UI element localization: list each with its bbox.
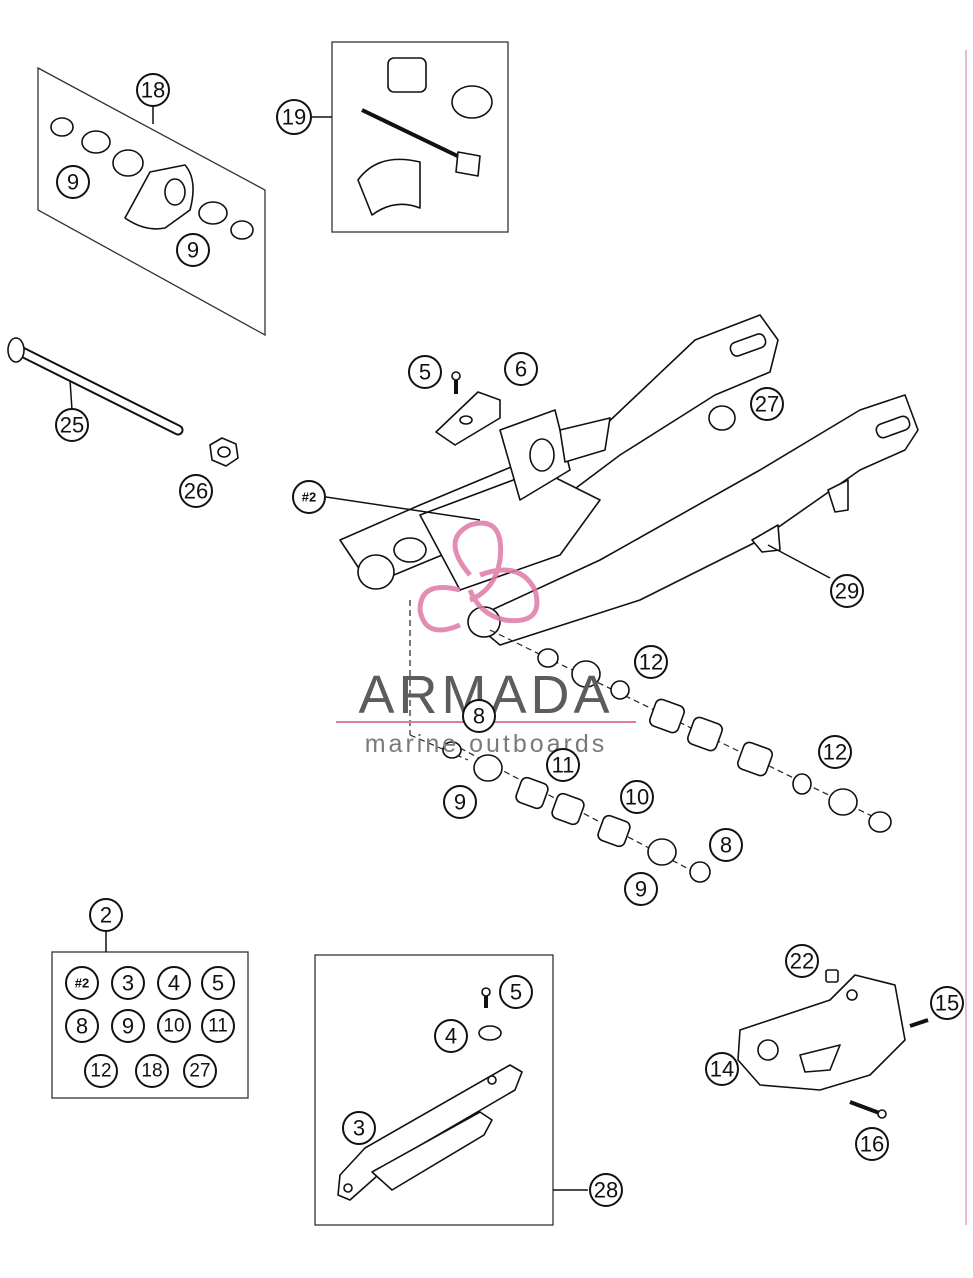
callout-15: 15 — [930, 986, 964, 1020]
callout-28: 28 — [589, 1173, 623, 1207]
callout-18: 18 — [136, 73, 170, 107]
kit-2-item: 27 — [183, 1054, 217, 1088]
kit-2-item: 3 — [111, 966, 145, 1000]
svg-text:3: 3 — [353, 1116, 365, 1141]
svg-text:4: 4 — [445, 1024, 457, 1049]
svg-text:2: 2 — [100, 903, 112, 928]
svg-text:19: 19 — [282, 105, 306, 130]
svg-text:14: 14 — [710, 1057, 734, 1082]
svg-text:11: 11 — [208, 1016, 228, 1037]
svg-text:29: 29 — [835, 579, 859, 604]
kit-2-item: #2 — [65, 966, 99, 1000]
pivot-bearings-right — [537, 648, 892, 833]
svg-text:22: 22 — [790, 949, 814, 974]
svg-text:16: 16 — [860, 1132, 884, 1157]
armada-logo-mark — [417, 520, 540, 633]
svg-text:10: 10 — [163, 1016, 184, 1037]
svg-text:12: 12 — [90, 1061, 111, 1082]
callout-14: 14 — [705, 1052, 739, 1086]
bearing-27 — [708, 405, 736, 431]
kit-2-item: 8 — [65, 1009, 99, 1043]
kit-2-item: 12 — [84, 1054, 118, 1088]
callout-9: 9 — [176, 233, 210, 267]
svg-text:26: 26 — [184, 479, 208, 504]
callout-hash-2: #2 — [292, 480, 326, 514]
svg-text:9: 9 — [187, 238, 199, 263]
callout-12: 12 — [634, 645, 668, 679]
svg-text:4: 4 — [168, 971, 180, 996]
callout-29: 29 — [830, 574, 864, 608]
pivot-bearings-left — [442, 741, 711, 883]
brake-line-bracket — [435, 371, 501, 446]
kit-2-item: 11 — [201, 1009, 235, 1043]
svg-text:27: 27 — [189, 1061, 210, 1082]
svg-text:9: 9 — [454, 790, 466, 815]
svg-text:12: 12 — [639, 650, 663, 675]
svg-text:#2: #2 — [302, 490, 316, 505]
kit-18-panel — [37, 66, 266, 337]
kit-2-item: 5 — [201, 966, 235, 1000]
callout-16: 16 — [855, 1127, 889, 1161]
svg-text:5: 5 — [510, 980, 522, 1005]
svg-text:9: 9 — [635, 877, 647, 902]
svg-text:27: 27 — [755, 392, 779, 417]
kit-2-panel — [51, 932, 249, 1099]
svg-text:12: 12 — [823, 740, 847, 765]
callout-11: 11 — [546, 748, 580, 782]
svg-text:8: 8 — [473, 704, 485, 729]
svg-text:18: 18 — [141, 1061, 162, 1082]
callout-6: 6 — [504, 352, 538, 386]
callout-9: 9 — [624, 872, 658, 906]
callout-10: 10 — [620, 780, 654, 814]
callout-2: 2 — [89, 898, 123, 932]
svg-text:28: 28 — [594, 1178, 618, 1203]
svg-text:8: 8 — [76, 1014, 88, 1039]
svg-text:#2: #2 — [75, 976, 89, 991]
kit-2-item: 4 — [157, 966, 191, 1000]
svg-text:6: 6 — [515, 357, 527, 382]
svg-text:11: 11 — [552, 753, 575, 778]
svg-text:25: 25 — [60, 413, 84, 438]
kit-28-panel — [314, 954, 588, 1226]
callout-8: 8 — [709, 828, 743, 862]
callout-9: 9 — [443, 785, 477, 819]
svg-text:8: 8 — [720, 833, 732, 858]
kit-2-item: 18 — [135, 1054, 169, 1088]
chain-guide — [737, 969, 929, 1119]
callout-9: 9 — [56, 165, 90, 199]
callout-27: 27 — [750, 387, 784, 421]
swingarm-body — [339, 314, 919, 646]
callout-19: 19 — [276, 99, 312, 135]
callout-22: 22 — [785, 944, 819, 978]
kit-2-item: 9 — [111, 1009, 145, 1043]
kit-2-item: 10 — [157, 1009, 191, 1043]
svg-text:3: 3 — [122, 971, 134, 996]
callout-5: 5 — [408, 355, 442, 389]
svg-text:5: 5 — [419, 360, 431, 385]
svg-text:15: 15 — [935, 991, 959, 1016]
callout-3: 3 — [342, 1111, 376, 1145]
svg-text:5: 5 — [212, 971, 224, 996]
svg-text:10: 10 — [625, 785, 649, 810]
callout-25: 25 — [55, 408, 89, 442]
svg-text:18: 18 — [141, 78, 165, 103]
callout-12: 12 — [818, 735, 852, 769]
callout-26: 26 — [179, 474, 213, 508]
callout-5: 5 — [499, 975, 533, 1009]
callout-8: 8 — [462, 699, 496, 733]
kit-19-panel — [312, 41, 509, 233]
swingarm-axle — [7, 337, 184, 436]
svg-text:9: 9 — [122, 1014, 134, 1039]
axle-nut — [209, 437, 239, 467]
callout-4: 4 — [434, 1019, 468, 1053]
svg-text:9: 9 — [67, 170, 79, 195]
